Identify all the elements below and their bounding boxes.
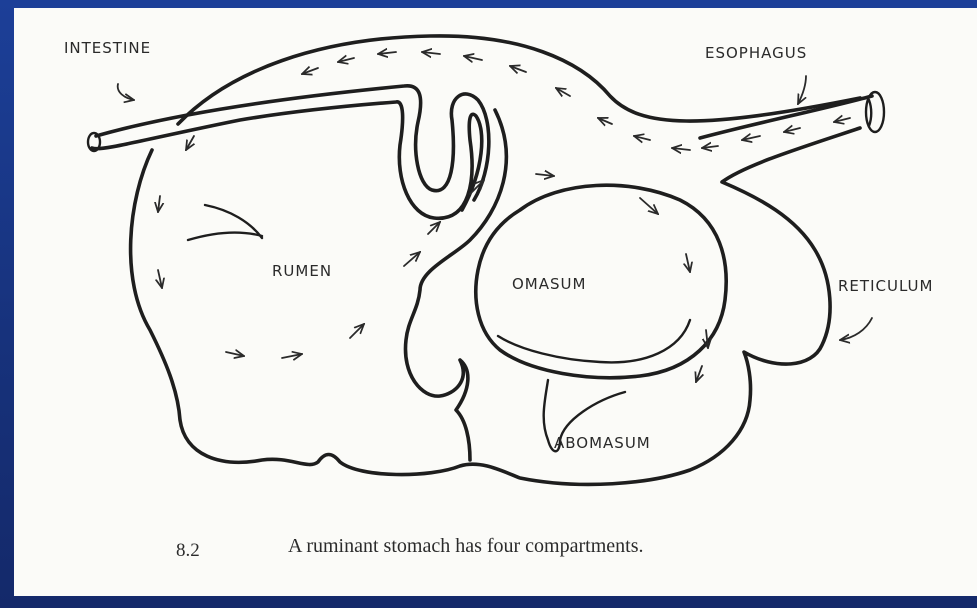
intestine-tube xyxy=(96,86,489,200)
rumen-ridge-2 xyxy=(188,233,262,240)
stomach-outline xyxy=(131,128,860,484)
figure-caption: A ruminant stomach has four compartments… xyxy=(288,535,643,557)
flow-arrows xyxy=(118,52,872,382)
omasum-label: OMASUM xyxy=(512,275,586,293)
rumen-fold xyxy=(405,110,506,460)
figure-number: 8.2 xyxy=(176,540,200,561)
reticulum-label: RETICULUM xyxy=(838,277,933,295)
omasum-inner-fold xyxy=(498,320,690,362)
esophagus-ring xyxy=(869,100,871,126)
intestine-label: INTESTINE xyxy=(64,39,151,57)
abomasum-label: ABOMASUM xyxy=(554,434,651,452)
rumen-label: RUMEN xyxy=(272,262,332,280)
intestine-tube-lower xyxy=(92,102,482,218)
esophagus-label: ESOPHAGUS xyxy=(705,44,807,62)
